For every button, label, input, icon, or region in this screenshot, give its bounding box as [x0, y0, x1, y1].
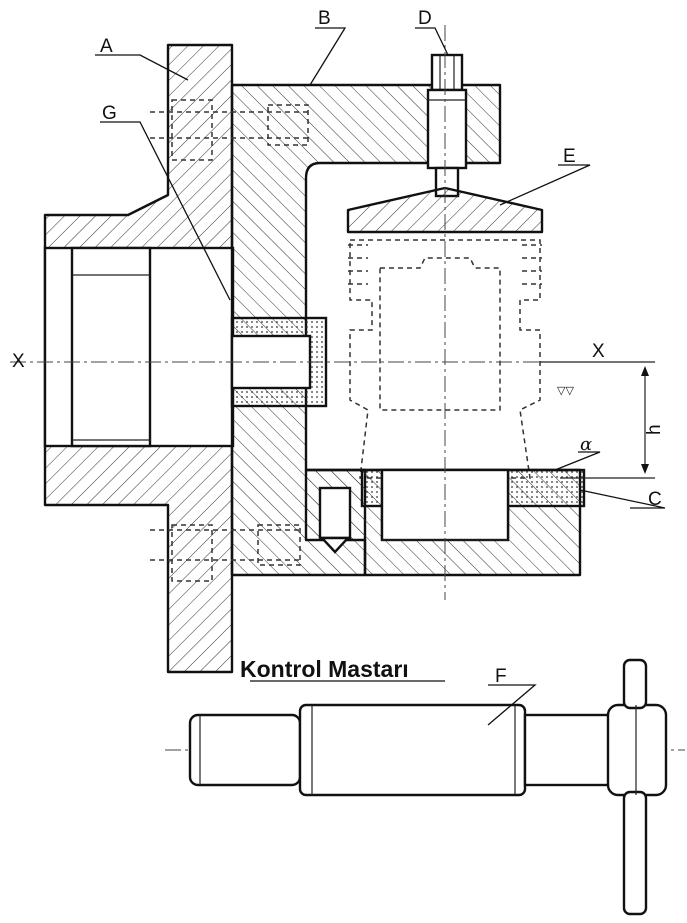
label-a: A [100, 36, 113, 57]
control-gauge-part-f [165, 658, 685, 916]
label-x-left: X [12, 351, 25, 372]
label-x-right: X [592, 341, 605, 362]
label-h: h [644, 424, 665, 435]
label-alpha: α [580, 434, 592, 455]
flange-part-a [43, 43, 235, 674]
surface-finish-mark: ▽▽ [557, 385, 574, 397]
label-d: D [418, 8, 432, 29]
label-e: E [563, 146, 576, 167]
label-b: B [318, 8, 331, 29]
leader-lines [95, 27, 666, 726]
screw-part-d [426, 53, 468, 198]
drawing-title: Kontrol Mastarı [240, 656, 409, 682]
label-g: G [102, 103, 117, 124]
dimension-h [540, 361, 655, 479]
label-c: C [648, 489, 662, 510]
label-f: F [495, 666, 507, 687]
